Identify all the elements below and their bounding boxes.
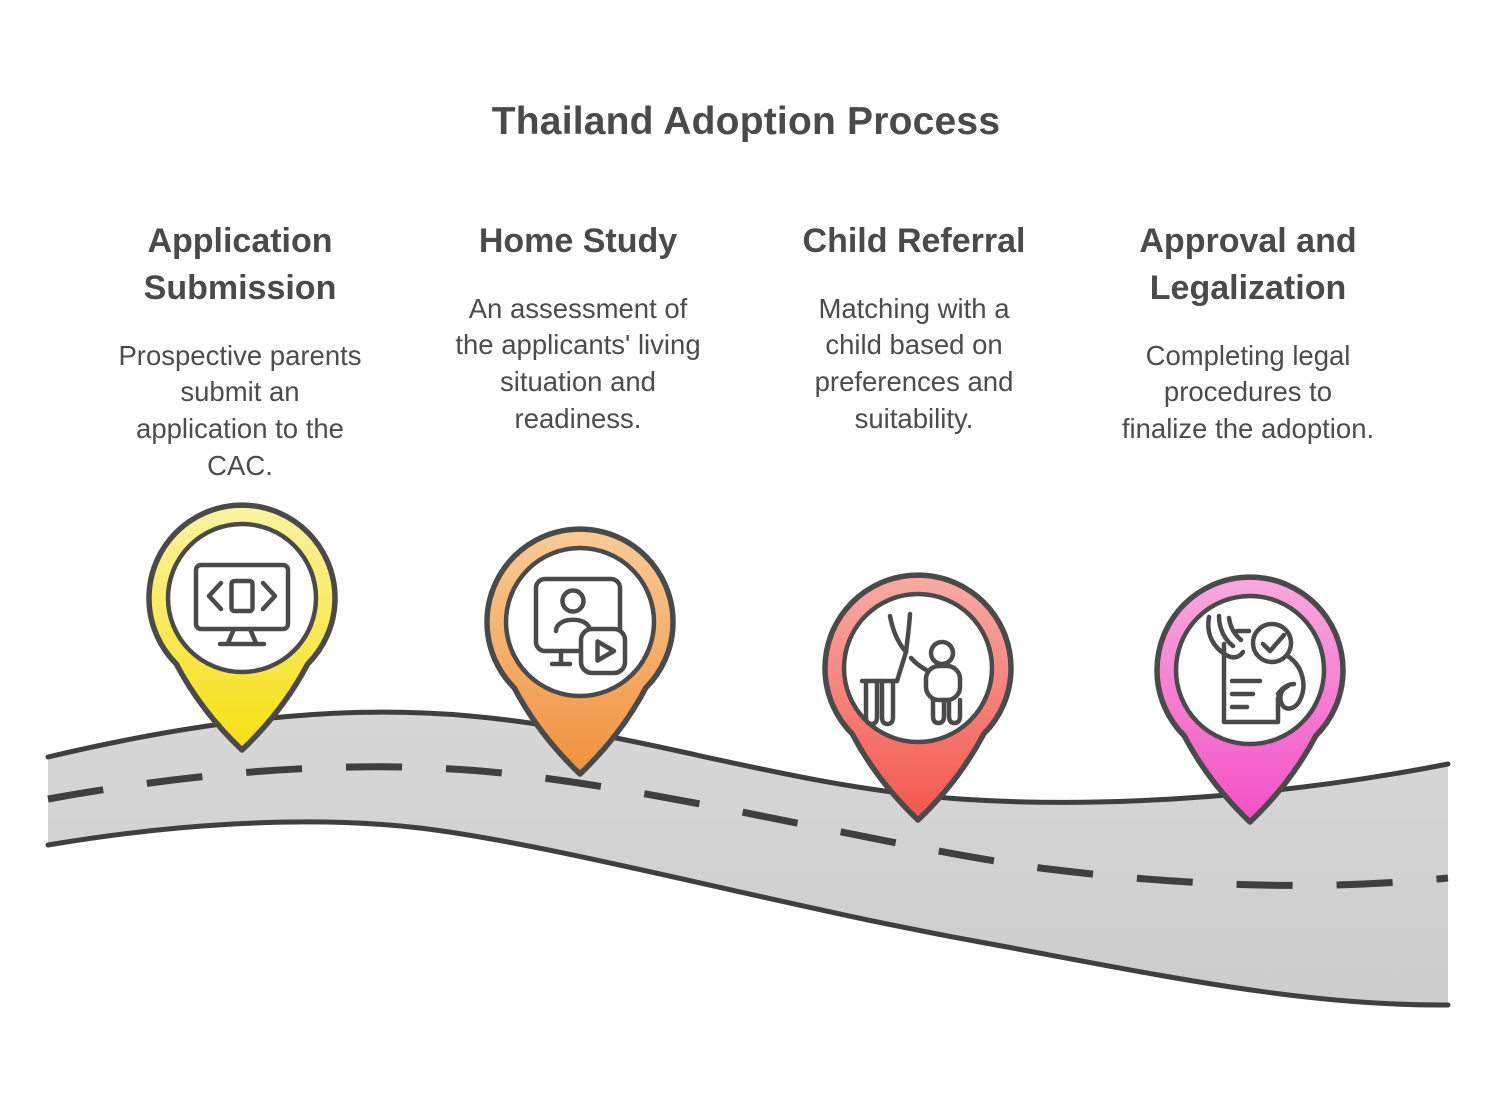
- page-title: Thailand Adoption Process: [491, 100, 1001, 143]
- step-child-referral: Child Referral Matching with a child bas…: [754, 218, 1074, 437]
- step-description: An assessment of the applicants' living …: [455, 292, 701, 434]
- pin-child-referral: [822, 572, 1014, 823]
- road-top-edge: [45, 709, 1451, 805]
- step-title: Application Submission: [143, 222, 337, 307]
- road-bottom-edge: [45, 819, 1451, 1008]
- step-approval-legalization: Approval and Legalization Completing leg…: [1078, 218, 1418, 448]
- pin-application-submission: [146, 502, 338, 753]
- step-title: Child Referral: [802, 222, 1026, 260]
- step-description: Prospective parents submit an applicatio…: [118, 339, 362, 481]
- road-center-line: [47, 763, 1449, 889]
- step-description: Completing legal procedures to finalize …: [1121, 339, 1375, 444]
- pin-inner-circle: [165, 521, 319, 675]
- document-approval-icon: [1206, 613, 1306, 725]
- road: [45, 709, 1451, 1008]
- pin-approval-legalization: [1154, 574, 1346, 825]
- step-title: Home Study: [478, 222, 678, 260]
- monitor-code-icon: [193, 562, 291, 647]
- step-home-study: Home Study An assessment of the applican…: [418, 218, 738, 437]
- parent-child-icon: [859, 611, 963, 727]
- step-application-submission: Application Submission Prospective paren…: [80, 218, 400, 484]
- pin-home-study: [484, 526, 676, 777]
- road-surface: [48, 712, 1448, 1006]
- step-title: Approval and Legalization: [1139, 222, 1357, 307]
- step-description: Matching with a child based on preferenc…: [814, 292, 1014, 434]
- video-call-icon: [533, 576, 628, 676]
